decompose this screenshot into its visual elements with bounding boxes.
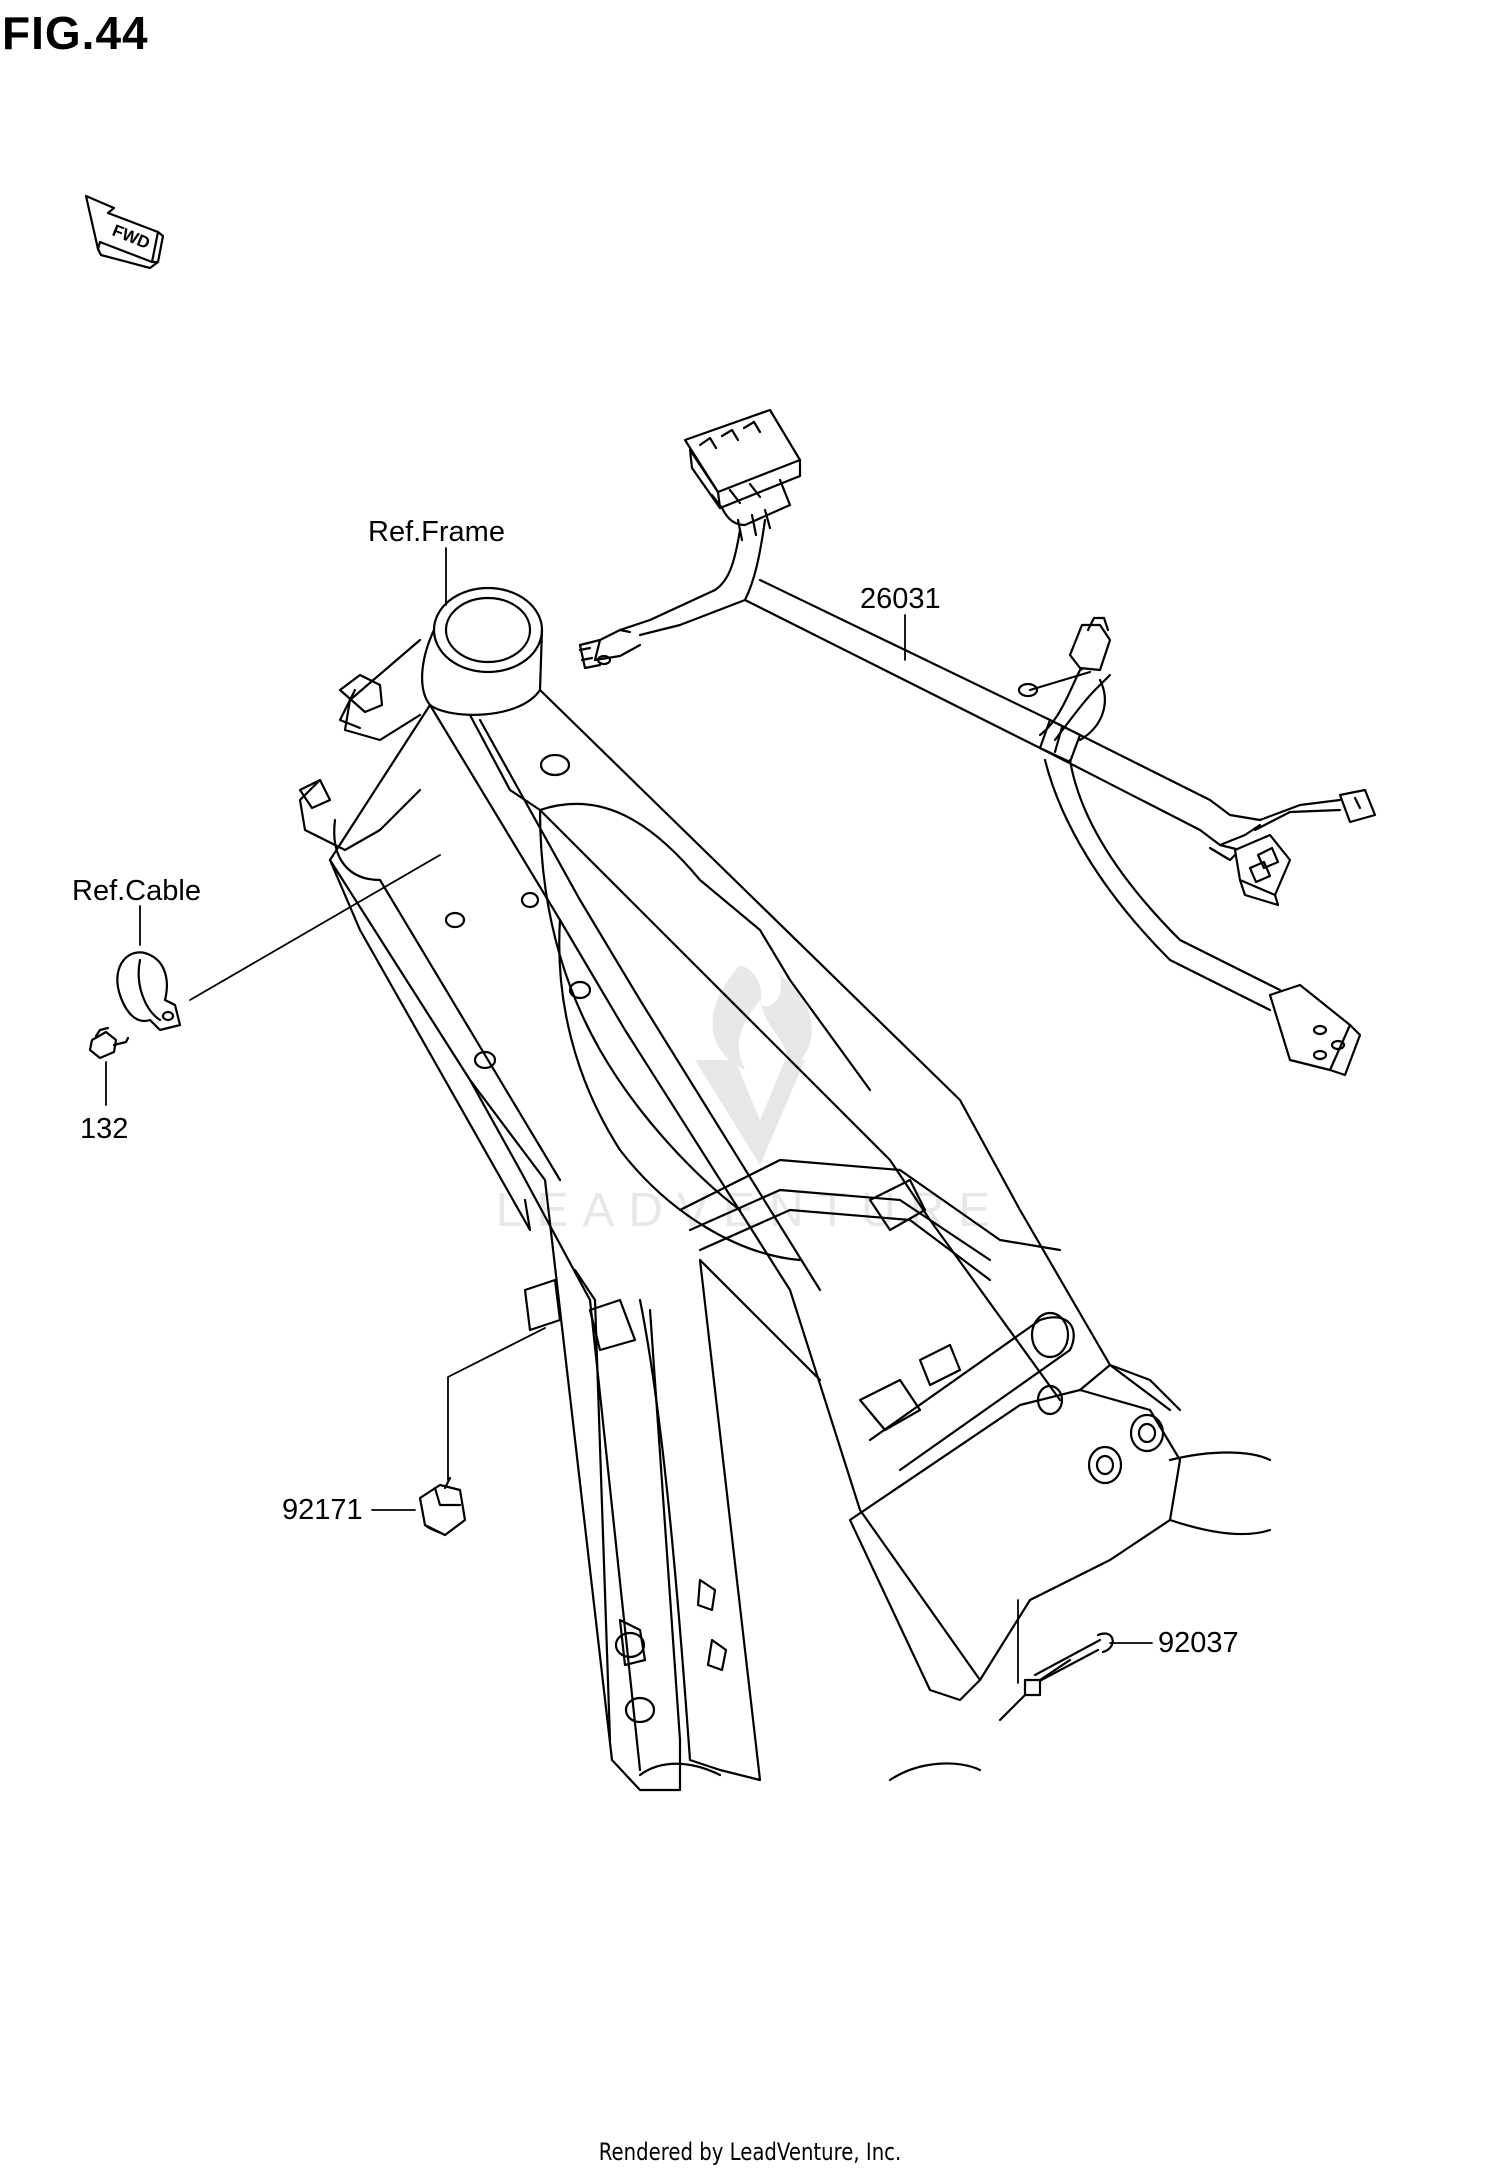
fwd-arrow-icon: FWD bbox=[84, 194, 165, 270]
band-92037 bbox=[1023, 1632, 1114, 1697]
cable-clamp bbox=[116, 951, 182, 1032]
callout-26031: 26031 bbox=[860, 583, 941, 615]
callout-92037: 92037 bbox=[1158, 1627, 1239, 1659]
frame-assembly bbox=[298, 586, 1272, 1792]
figure-title: FIG.44 bbox=[2, 7, 149, 59]
watermark-logo: LEADVENTURE bbox=[496, 965, 1005, 1237]
clip-92171 bbox=[418, 1476, 467, 1537]
callout-132: 132 bbox=[80, 1113, 129, 1145]
leader-ref-cable-to-frame bbox=[189, 854, 441, 1001]
callout-92171: 92171 bbox=[282, 1494, 363, 1526]
leader-92171-up bbox=[447, 1327, 546, 1481]
leader-lines bbox=[105, 547, 1153, 1684]
callout-ref-frame: Ref.Frame bbox=[368, 516, 505, 548]
callout-ref-cable: Ref.Cable bbox=[72, 875, 201, 907]
watermark-text: LEADVENTURE bbox=[496, 1184, 1005, 1237]
bolt-132 bbox=[88, 1026, 130, 1060]
wire-harness-26031 bbox=[578, 408, 1377, 1077]
footer-credit: Rendered by LeadVenture, Inc. bbox=[598, 2138, 902, 2166]
